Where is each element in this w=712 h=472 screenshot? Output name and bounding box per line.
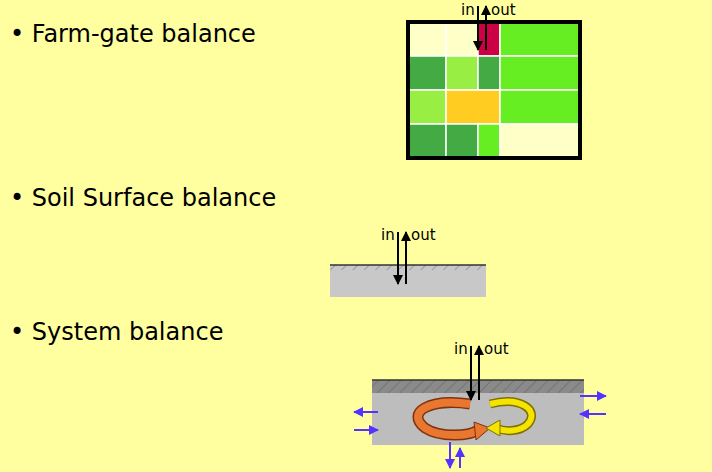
flow-label: out <box>411 226 436 244</box>
flow-label: in <box>381 226 395 244</box>
soil-system <box>354 346 606 468</box>
soil-surface <box>330 232 486 297</box>
heading-bullet: • Farm-gate balance <box>10 20 256 49</box>
flow-label: in <box>461 1 475 19</box>
flow-label: out <box>491 1 516 19</box>
farm-grid <box>408 22 580 158</box>
flow-label: in <box>454 340 468 358</box>
flow-label: out <box>484 340 509 358</box>
heading-bullet: • Soil Surface balance <box>10 184 276 213</box>
farm-arrows <box>478 6 486 50</box>
heading-bullet: • System balance <box>10 318 223 347</box>
